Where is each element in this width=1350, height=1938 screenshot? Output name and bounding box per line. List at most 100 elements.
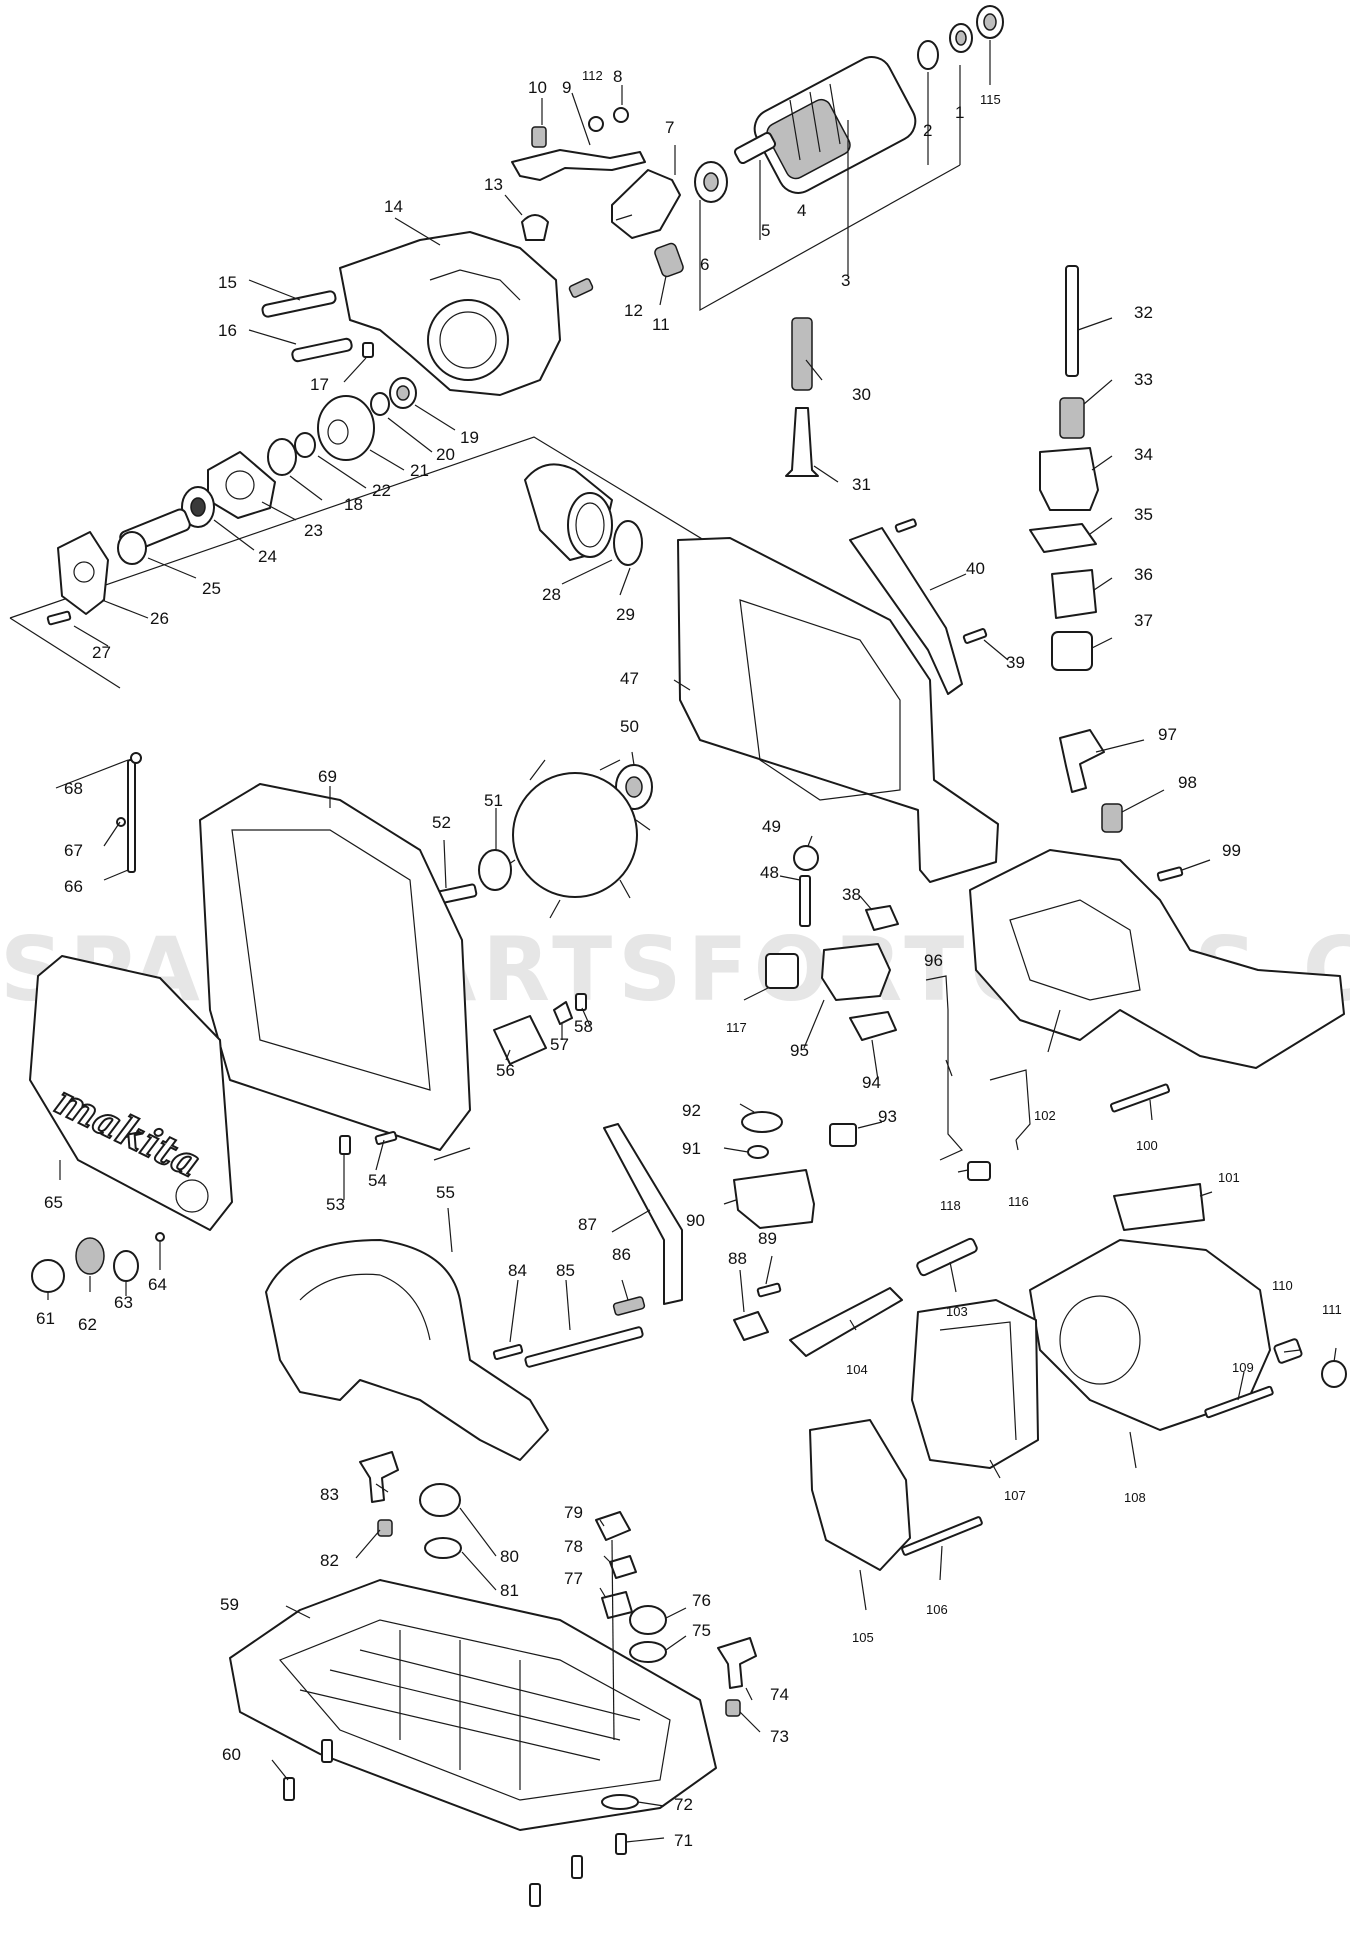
knob-part-80 — [419, 1483, 461, 1517]
rod-part-31 — [785, 407, 819, 477]
callout-77: 77 — [564, 1569, 583, 1588]
callout-64: 64 — [148, 1275, 167, 1294]
callout-83: 83 — [320, 1485, 339, 1504]
knob-part-34 — [1039, 447, 1099, 511]
cap-part-13 — [521, 214, 549, 241]
callout-68: 68 — [64, 779, 83, 798]
blade-guard-inner — [739, 599, 901, 801]
screw-part-99 — [1156, 866, 1184, 882]
handle-housing-inner — [1009, 899, 1141, 1001]
callout-14: 14 — [384, 197, 403, 216]
depth-guide-part-40 — [849, 527, 963, 695]
wire-part-96 — [925, 975, 963, 1161]
callout-101: 101 — [1218, 1170, 1240, 1185]
callout-117: 117 — [726, 1020, 747, 1035]
spring-part-33 — [1059, 397, 1085, 439]
washer-part-20 — [370, 392, 390, 416]
callout-7: 7 — [665, 118, 674, 137]
callout-32: 32 — [1134, 303, 1153, 322]
callout-118: 118 — [940, 1198, 961, 1213]
washer-part-81 — [424, 1537, 462, 1559]
washer-part-92 — [741, 1111, 783, 1133]
ring-part-68 — [130, 752, 142, 764]
o-ring-part-18 — [267, 438, 297, 476]
callout-78: 78 — [564, 1537, 583, 1556]
spring-part-73 — [725, 1699, 741, 1717]
spring-part-82 — [377, 1519, 393, 1537]
gear-housing-part-14 — [339, 231, 561, 396]
ring-part-22 — [294, 432, 316, 458]
knob-part-97 — [1059, 729, 1105, 793]
switch-cover-part-95 — [821, 943, 891, 1001]
callout-61: 61 — [36, 1309, 55, 1328]
pin-part-64 — [155, 1232, 165, 1242]
screw-part-60c — [529, 1883, 541, 1907]
callout-95: 95 — [790, 1041, 809, 1060]
callout-115: 115 — [980, 92, 1001, 107]
callout-92: 92 — [682, 1101, 701, 1120]
capacitor-part-93 — [829, 1123, 857, 1147]
callout-20: 20 — [436, 445, 455, 464]
callout-105: 105 — [852, 1630, 874, 1645]
bracket-part-56 — [493, 1015, 547, 1065]
clip-part-57 — [553, 1001, 573, 1025]
brush-cap-part-111 — [1321, 1360, 1347, 1388]
plate-part-78 — [609, 1555, 637, 1579]
screw-part-109 — [1204, 1385, 1274, 1419]
ball-bearing-inner-6 — [703, 172, 719, 192]
spindle-part-25 — [117, 508, 191, 565]
label-part-101 — [1113, 1183, 1205, 1231]
callout-96: 96 — [924, 951, 943, 970]
ball-bearing-inner-1 — [955, 30, 967, 46]
screw-part-89 — [756, 1282, 782, 1298]
callout-12: 12 — [624, 301, 643, 320]
callout-98: 98 — [1178, 773, 1197, 792]
dust-nozzle-part-28 — [524, 463, 613, 561]
nut-part-38 — [865, 905, 899, 931]
callout-26: 26 — [150, 609, 169, 628]
callout-97: 97 — [1158, 725, 1177, 744]
callout-5: 5 — [761, 221, 770, 240]
callout-85: 85 — [556, 1261, 575, 1280]
screw-part-58 — [575, 993, 587, 1011]
callout-66: 66 — [64, 877, 83, 896]
callout-10: 10 — [528, 78, 547, 97]
callout-103: 103 — [946, 1304, 968, 1319]
callout-75: 75 — [692, 1621, 711, 1640]
spring-part-10 — [531, 126, 547, 148]
screw-part-54 — [374, 1130, 398, 1146]
callout-13: 13 — [484, 175, 503, 194]
callout-112: 112 — [582, 68, 603, 83]
callout-49: 49 — [762, 817, 781, 836]
spring-part-30 — [791, 317, 813, 391]
motor-housing-part-108 — [1029, 1239, 1271, 1431]
pin-part-16 — [291, 337, 353, 363]
lever-part-7 — [611, 169, 681, 239]
screw-part-53 — [339, 1135, 351, 1155]
callout-76: 76 — [692, 1591, 711, 1610]
plate-part-77 — [601, 1591, 633, 1619]
screw-part-60 — [283, 1777, 295, 1801]
callout-39: 39 — [1006, 653, 1025, 672]
leader-lines — [47, 40, 1337, 1843]
knob-part-11 — [654, 242, 684, 278]
callout-11: 11 — [652, 315, 670, 334]
clip-part-79 — [595, 1511, 631, 1541]
callout-91: 91 — [682, 1139, 701, 1158]
knob-part-61 — [31, 1259, 65, 1293]
screw-part-60b — [321, 1739, 333, 1763]
callout-37: 37 — [1134, 611, 1153, 630]
callout-52: 52 — [432, 813, 451, 832]
callout-31: 31 — [852, 475, 871, 494]
block-part-117 — [765, 953, 799, 989]
callout-1: 1 — [955, 103, 964, 122]
callout-9: 9 — [562, 78, 571, 97]
callout-80: 80 — [500, 1547, 519, 1566]
assembly-group-outline-left — [9, 617, 121, 689]
callout-6: 6 — [700, 255, 709, 274]
callout-34: 34 — [1134, 445, 1153, 464]
callout-57: 57 — [550, 1035, 569, 1054]
callout-55: 55 — [436, 1183, 455, 1202]
callout-53: 53 — [326, 1195, 345, 1214]
callout-17: 17 — [310, 375, 329, 394]
